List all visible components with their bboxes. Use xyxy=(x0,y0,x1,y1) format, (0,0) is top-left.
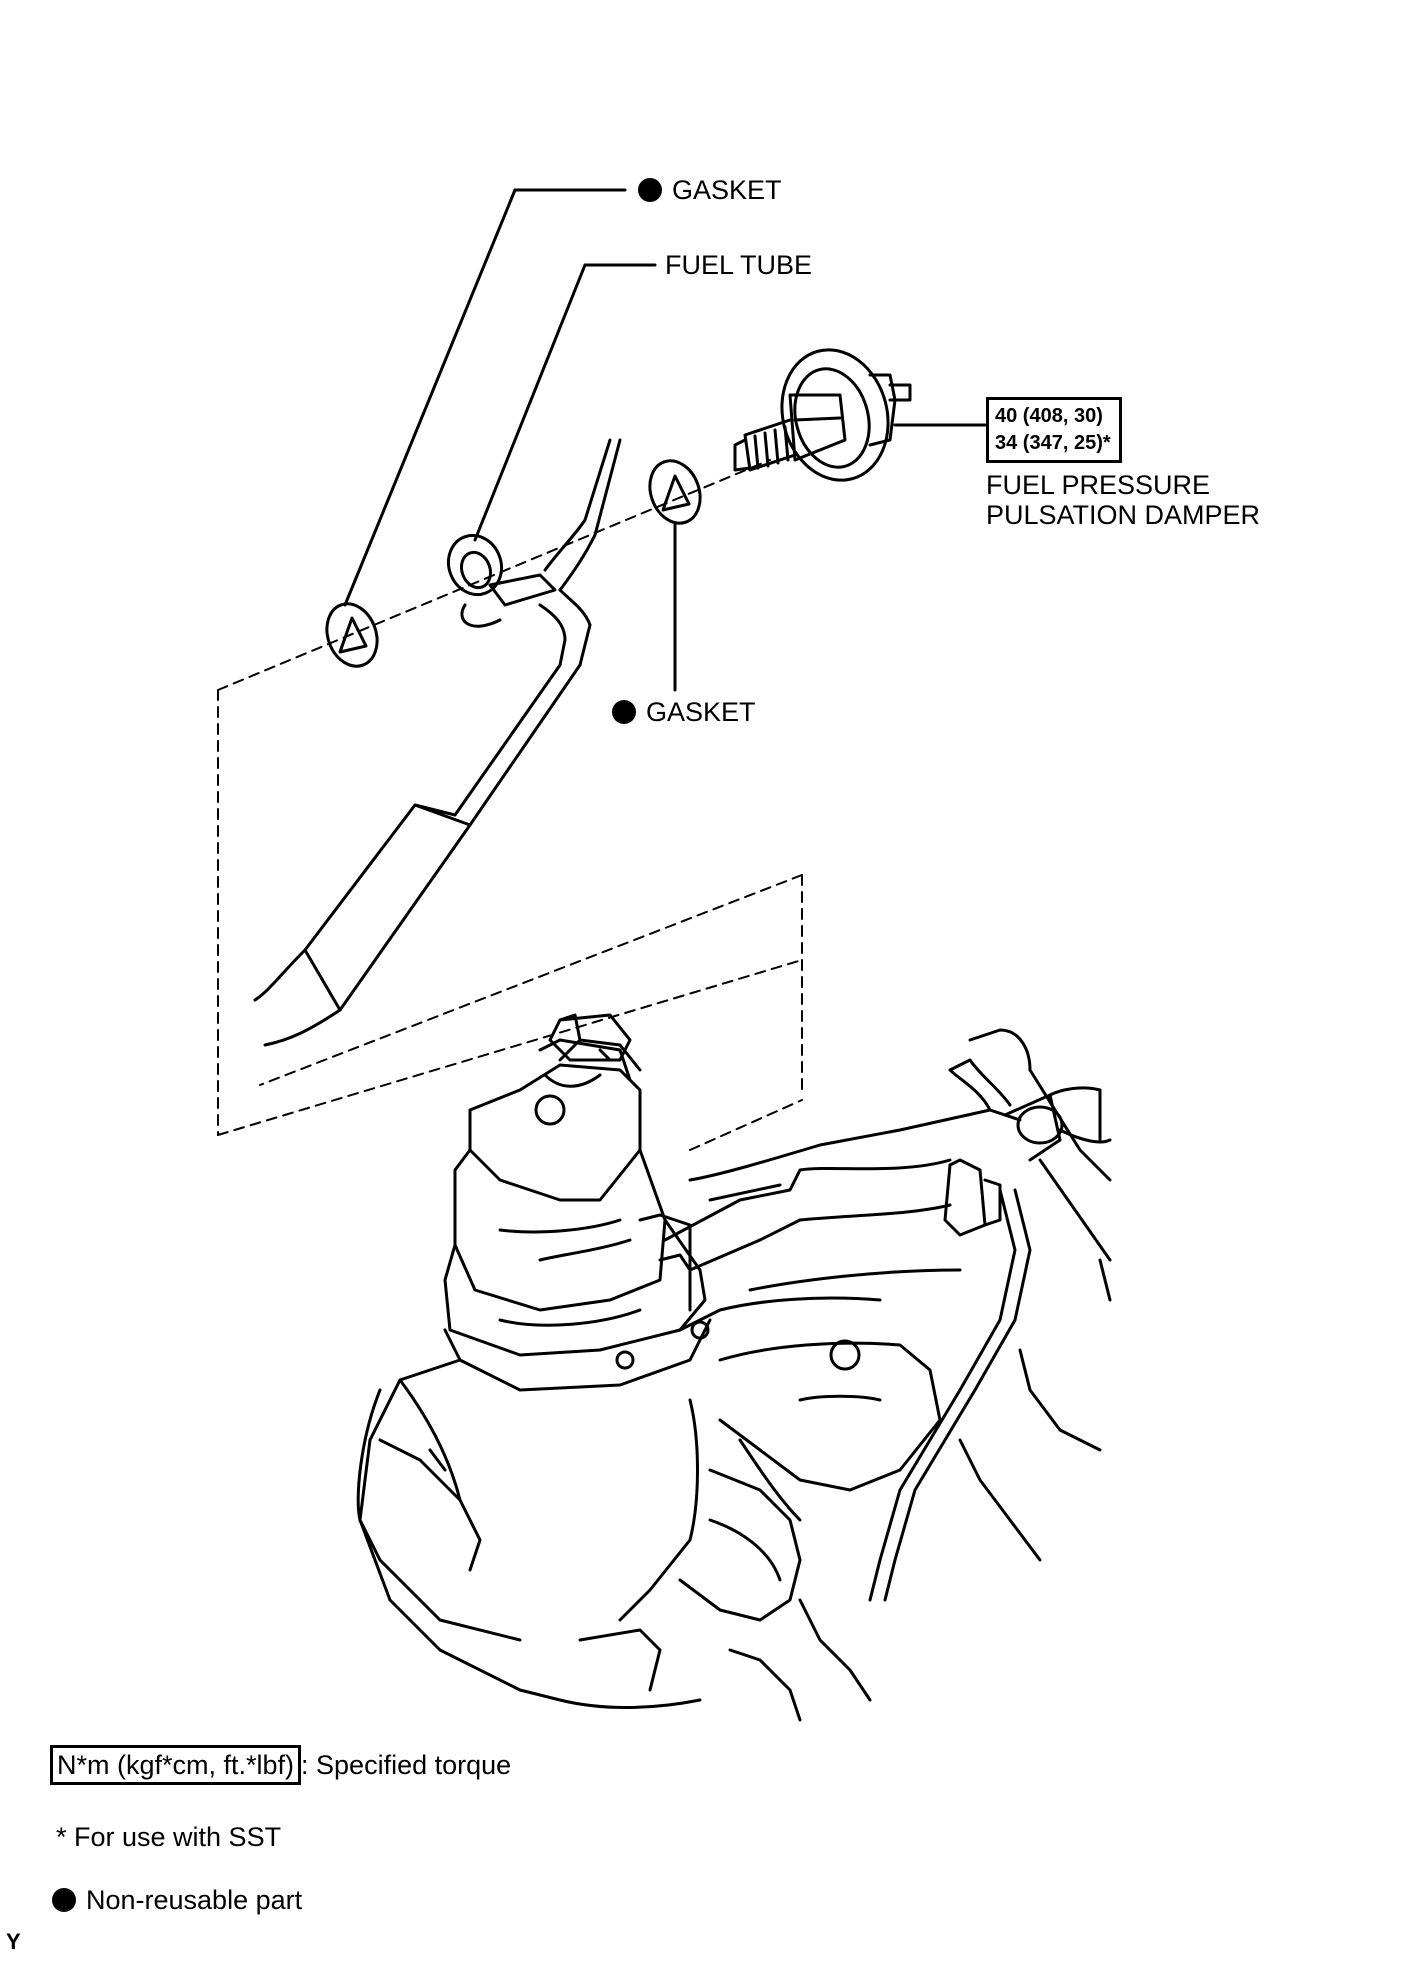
corner-mark-text: Y xyxy=(6,1929,21,1954)
legend-torque-units: N*m (kgf*cm, ft.*lbf) xyxy=(57,1750,295,1780)
dashed-axis xyxy=(217,459,771,691)
label-fuel-tube: FUEL TUBE xyxy=(665,250,812,280)
legend-sst-text: * For use with SST xyxy=(56,1822,282,1852)
non-reusable-dot-icon xyxy=(612,700,636,724)
label-gasket-bottom: GASKET xyxy=(612,697,756,727)
dashed-bottom xyxy=(217,959,803,1136)
non-reusable-dot-icon xyxy=(52,1888,76,1912)
fuel-tube-shape xyxy=(253,438,622,1047)
fuel-pump-body-shape xyxy=(356,1013,1112,1722)
legend-non-reusable-text: Non-reusable part xyxy=(86,1885,303,1915)
label-damper: FUEL PRESSURE PULSATION DAMPER xyxy=(986,470,1260,530)
legend-torque-desc: : Specified torque xyxy=(301,1750,512,1780)
label-gasket-top: GASKET xyxy=(638,175,782,205)
damper-line1-text: FUEL PRESSURE xyxy=(986,470,1211,500)
gasket-left-shape xyxy=(325,602,379,668)
damper-line2-text: PULSATION DAMPER xyxy=(986,500,1261,530)
legend-sst-note: * For use with SST xyxy=(56,1822,281,1852)
legend-torque-units-box: N*m (kgf*cm, ft.*lbf) xyxy=(50,1745,302,1785)
legend-torque: N*m (kgf*cm, ft.*lbf): Specified torque xyxy=(50,1745,511,1785)
non-reusable-dot-icon xyxy=(638,178,662,202)
torque-spec-box: 40 (408, 30) 34 (347, 25)* xyxy=(986,397,1122,463)
torque-spec-line2: 34 (347, 25)* xyxy=(995,432,1111,454)
leader-fuel-tube-diag xyxy=(473,263,587,542)
corner-mark: Y xyxy=(6,1927,21,1957)
hose-sleeve xyxy=(303,803,472,1012)
leader-gasket-top-diag xyxy=(343,188,517,607)
legend-non-reusable: Non-reusable part xyxy=(52,1885,302,1915)
fuel-tube-text: FUEL TUBE xyxy=(665,250,813,280)
torque-spec-line1: 40 (408, 30) xyxy=(995,405,1103,427)
dashed-to-pump xyxy=(689,1099,803,1151)
gasket-right-shape xyxy=(648,459,702,525)
gasket-top-text: GASKET xyxy=(672,175,782,205)
gasket-bottom-text: GASKET xyxy=(646,697,756,727)
pulsation-damper-shape xyxy=(733,348,912,482)
dashed-top-right xyxy=(259,874,803,1086)
